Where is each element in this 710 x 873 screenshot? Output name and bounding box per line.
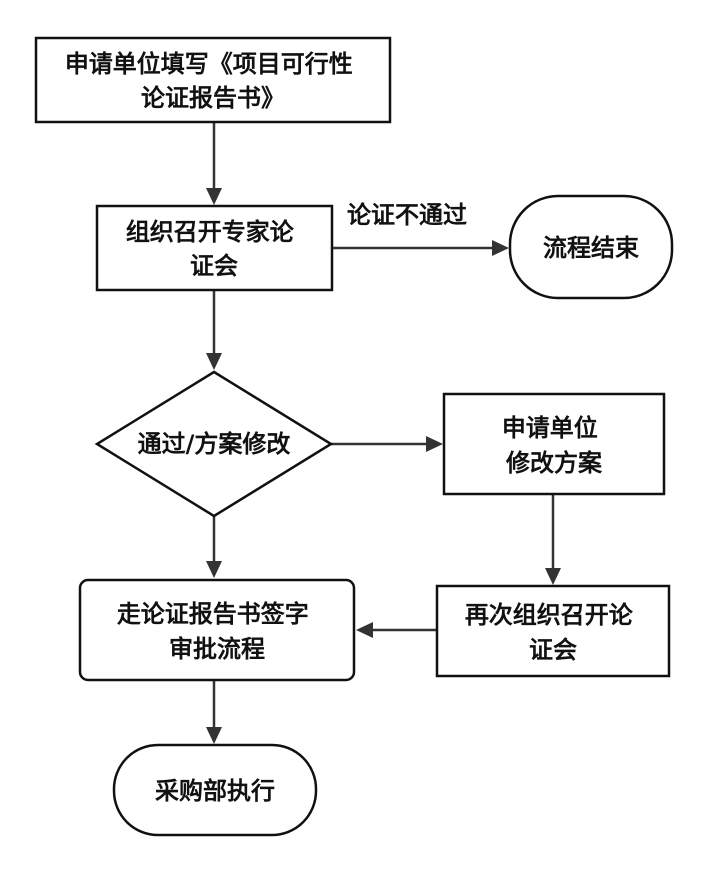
edge-remeet-to-approve	[356, 622, 436, 638]
svg-text:采购部执行: 采购部执行	[155, 777, 275, 805]
svg-text:申请单位 修改方案: 申请单位 修改方案	[502, 414, 606, 477]
svg-text:组织召开专家论 证会: 组织召开专家论 证会	[126, 218, 302, 280]
edge-decision-to-modify	[331, 436, 443, 452]
edge-label-fail: 论证不通过	[347, 201, 467, 229]
edge-meeting-to-end	[333, 240, 509, 256]
node-remeet: 再次组织召开论 证会	[435, 584, 671, 678]
svg-text:申请单位填写《项目可行性 论证报告书》: 申请单位填写《项目可行性 论证报告书》	[65, 50, 361, 112]
svg-text:走论证报告书签字 审批流程: 走论证报告书签字 审批流程	[117, 600, 317, 663]
edge-approve-to-purchase	[206, 680, 222, 744]
edge-modify-to-remeet	[545, 494, 561, 585]
svg-text:再次组织召开论 证会: 再次组织召开论 证会	[465, 601, 641, 664]
node-modify: 申请单位 修改方案	[442, 392, 666, 496]
node-apply: 申请单位填写《项目可行性 论证报告书》	[34, 36, 392, 124]
node-decision: 通过/方案修改	[94, 370, 334, 518]
node-purchase: 采购部执行	[112, 743, 318, 837]
edge-decision-to-approve	[206, 516, 222, 578]
node-approve: 走论证报告书签字 审批流程	[78, 578, 356, 682]
edge-apply-to-meeting	[206, 122, 222, 205]
node-meeting: 组织召开专家论 证会	[95, 204, 334, 292]
svg-text:通过/方案修改: 通过/方案修改	[138, 430, 291, 458]
node-end: 流程结束	[508, 194, 674, 300]
edge-meeting-to-decision	[206, 290, 222, 370]
svg-text:流程结束: 流程结束	[543, 234, 640, 262]
